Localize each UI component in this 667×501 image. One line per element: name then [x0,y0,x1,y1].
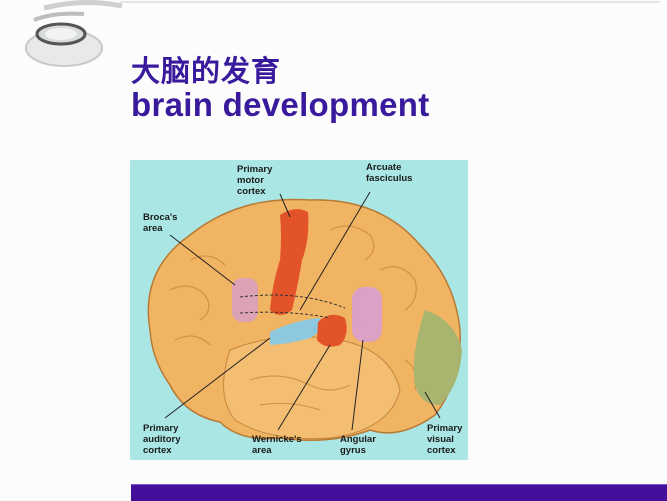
label-brocas-area: Broca's area [143,212,178,234]
label-arcuate-fasciculus: Arcuate fasciculus [366,162,413,184]
label-primary-motor-cortex: Primary motor cortex [237,164,273,197]
page-title-english: brain development [131,86,430,123]
label-primary-auditory-cortex: Primary auditory cortex [143,423,181,456]
stethoscope-icon [25,0,123,67]
brain-illustration [147,191,462,441]
brain-diagram: Primary motor cortex Arcuate fasciculus … [130,160,468,460]
page-title-chinese: 大脑的发育 [131,54,282,88]
label-primary-visual-cortex: Primary visual cortex [427,423,463,456]
top-divider [120,1,660,3]
footer-bar [131,484,667,501]
label-angular-gyrus: Angular gyrus [340,434,376,456]
label-wernickes-area: Wernicke's area [252,434,302,456]
